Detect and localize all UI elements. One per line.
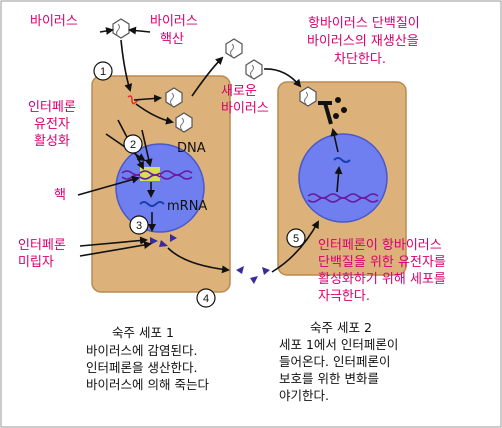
interferon-particles — [150, 234, 270, 284]
step-1-number: 1 — [100, 66, 106, 78]
new-virus-label-1: 새로운 — [221, 84, 257, 99]
step-3-marker — [129, 215, 149, 235]
ifn-gene-label-1: 인터페론 — [28, 100, 76, 115]
virus-label: 바이러스 — [30, 14, 78, 29]
ifn-stimulation-label-1: 인터페론이 항바이러스 — [318, 238, 442, 253]
new-virus-label-2: 바이러스 — [221, 101, 269, 116]
virus-icon — [112, 18, 130, 39]
step-markers — [93, 61, 306, 308]
new-virus-icon — [225, 38, 243, 59]
step-2-number: 2 — [130, 139, 136, 151]
host-cell-2-description: 세포 1에서 인터페론이 들어온다. 인터페론이 보호를 위한 변화를 야기한다… — [279, 336, 398, 404]
antiviral-label-2: 바이러스의 재생산을 — [307, 34, 419, 49]
antiviral-label-1: 항바이러스 단백질이 — [308, 16, 420, 31]
step-2-marker — [123, 134, 143, 154]
step-1-marker — [93, 61, 113, 81]
dna-strand-cell2 — [307, 193, 379, 203]
ifn-molecule-label-1: 인터페론 — [18, 238, 66, 253]
host-cell-1-title: 숙주 세포 1 — [112, 325, 174, 340]
blocked-virus-icon — [299, 86, 317, 107]
ifn-stimulation-label-2: 단백질을 위한 유전자를 — [318, 255, 446, 270]
mrna-strand-cell2 — [333, 157, 351, 163]
nucleus-1 — [115, 143, 205, 233]
host-cell-2-line: 야기한다. — [279, 388, 329, 403]
ifn-stimulation-label-4: 자극한다. — [318, 289, 370, 304]
new-virus-icon — [165, 87, 183, 108]
step-5-number: 5 — [293, 233, 299, 245]
host-cell-1-description: 바이러스에 감염된다. 인터페론을 생산한다. 바이러스에 의해 죽는다 — [86, 342, 209, 393]
host-cell-1-line: 바이러스에 의해 죽는다 — [86, 377, 209, 392]
host-cell-2-title: 숙주 세포 2 — [310, 320, 372, 335]
host-cell-1-line: 바이러스에 감염된다. — [86, 343, 198, 358]
host-cell-2-line: 보호를 위한 변화를 — [279, 371, 379, 386]
step-4-marker — [196, 288, 216, 308]
new-virus-icon — [175, 112, 193, 133]
nucleus-label: 핵 — [54, 188, 66, 203]
ifn-gene-label-3: 활성화 — [34, 134, 70, 149]
step-5-marker — [286, 228, 306, 248]
mrna-label: mRNA — [167, 199, 208, 214]
nucleus-2 — [298, 133, 388, 223]
virus-nucleic-acid-label-2: 핵산 — [160, 32, 184, 47]
host-cell-2-line: 들어온다. 인터페론이 — [279, 354, 391, 369]
dna-label: DNA — [177, 141, 206, 156]
virus-nucleic-acid-label-1: 바이러스 — [150, 14, 198, 29]
ifn-gene-label-2: 유전자 — [34, 117, 70, 132]
antiviral-label-3: 차단한다. — [334, 52, 386, 67]
ifn-stimulation-label-3: 활성화하기 위해 세포를 — [318, 272, 446, 287]
antiviral-block-icon — [318, 97, 347, 125]
step-4-number: 4 — [203, 293, 209, 305]
host-cell-1-line: 인터페론을 생산한다. — [86, 360, 198, 375]
step-3-number: 3 — [136, 220, 142, 232]
new-virus-icon — [245, 59, 263, 80]
mrna-strand — [139, 201, 165, 207]
ifn-molecule-label-2: 미립자 — [18, 255, 54, 270]
host-cell-2-line: 세포 1에서 인터페론이 — [279, 337, 399, 352]
